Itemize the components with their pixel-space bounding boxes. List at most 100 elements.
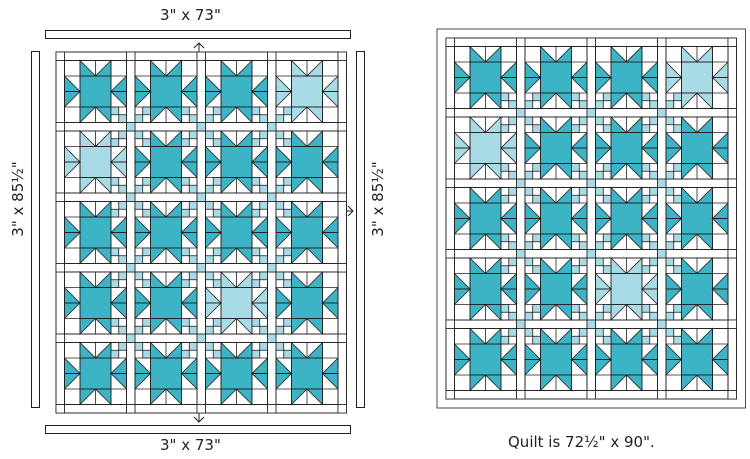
chain-square bbox=[501, 266, 509, 274]
star-center bbox=[292, 76, 323, 107]
quilt-left-center bbox=[56, 52, 347, 413]
chain-square bbox=[533, 336, 541, 344]
chain-square bbox=[533, 125, 541, 133]
chain-square bbox=[182, 280, 190, 288]
chain-square bbox=[252, 248, 260, 256]
chain-square bbox=[252, 350, 260, 358]
chain-square bbox=[642, 125, 650, 133]
chain-square bbox=[596, 188, 604, 196]
chain-square bbox=[509, 117, 517, 125]
chain-square bbox=[119, 185, 127, 193]
star-center bbox=[611, 344, 642, 375]
chain-square bbox=[603, 234, 611, 242]
chain-square bbox=[603, 164, 611, 172]
chain-square bbox=[525, 171, 533, 179]
chain-square bbox=[111, 178, 119, 186]
chain-square bbox=[111, 319, 119, 327]
cornerstone bbox=[56, 193, 65, 202]
chain-square bbox=[213, 248, 221, 256]
chain-square bbox=[509, 242, 517, 250]
chain-square bbox=[579, 101, 587, 109]
chain-square bbox=[276, 202, 284, 210]
chain-square bbox=[501, 305, 509, 313]
star-center bbox=[682, 203, 713, 234]
chain-square bbox=[596, 329, 604, 337]
chain-square bbox=[111, 248, 119, 256]
chain-square bbox=[276, 115, 284, 123]
chain-square bbox=[276, 256, 284, 264]
cornerstone bbox=[728, 250, 737, 259]
star-center bbox=[541, 203, 572, 234]
chain-square bbox=[252, 178, 260, 186]
chain-square bbox=[501, 125, 509, 133]
chain-square bbox=[143, 107, 151, 115]
chain-square bbox=[189, 343, 197, 351]
chain-square bbox=[213, 178, 221, 186]
chain-square bbox=[642, 164, 650, 172]
chain-square bbox=[666, 242, 674, 250]
chain-square bbox=[135, 202, 143, 210]
star-center bbox=[682, 133, 713, 164]
chain-square bbox=[260, 326, 268, 334]
chain-square bbox=[119, 256, 127, 264]
cornerstone bbox=[268, 193, 277, 202]
cornerstone bbox=[587, 320, 596, 329]
chain-square bbox=[525, 188, 533, 196]
chain-square bbox=[182, 350, 190, 358]
chain-square bbox=[533, 93, 541, 101]
chain-square bbox=[189, 131, 197, 139]
cornerstone bbox=[587, 250, 596, 259]
chain-square bbox=[509, 101, 517, 109]
chain-square bbox=[276, 272, 284, 280]
chain-square bbox=[642, 195, 650, 203]
chain-square bbox=[650, 258, 658, 266]
chain-square bbox=[189, 202, 197, 210]
cornerstone bbox=[338, 264, 347, 273]
quilt-right-finished bbox=[437, 29, 746, 408]
chain-square bbox=[650, 329, 658, 337]
chain-square bbox=[596, 101, 604, 109]
cornerstone bbox=[338, 405, 347, 414]
star-center bbox=[80, 358, 111, 389]
chain-square bbox=[276, 131, 284, 139]
star-center bbox=[151, 76, 182, 107]
chain-square bbox=[674, 305, 682, 313]
cornerstone bbox=[197, 405, 206, 414]
cornerstone bbox=[446, 179, 455, 188]
chain-square bbox=[276, 185, 284, 193]
chain-square bbox=[252, 280, 260, 288]
cornerstone bbox=[56, 264, 65, 273]
star-center bbox=[292, 288, 323, 319]
chain-square bbox=[213, 280, 221, 288]
star-center bbox=[682, 274, 713, 305]
chain-square bbox=[509, 171, 517, 179]
star-center bbox=[292, 358, 323, 389]
chain-square bbox=[143, 139, 151, 147]
cornerstone bbox=[56, 52, 65, 61]
chain-square bbox=[666, 171, 674, 179]
chain-square bbox=[143, 280, 151, 288]
cornerstone bbox=[517, 391, 526, 400]
star-center bbox=[470, 344, 501, 375]
chain-square bbox=[579, 258, 587, 266]
chain-square bbox=[642, 336, 650, 344]
cornerstone bbox=[728, 391, 737, 400]
cornerstone bbox=[268, 52, 277, 61]
star-center bbox=[292, 217, 323, 248]
chain-square bbox=[111, 350, 119, 358]
chain-square bbox=[284, 248, 292, 256]
star-center bbox=[470, 133, 501, 164]
star-center bbox=[470, 62, 501, 93]
chain-square bbox=[143, 350, 151, 358]
chain-square bbox=[579, 329, 587, 337]
chain-square bbox=[276, 343, 284, 351]
chain-square bbox=[572, 266, 580, 274]
chain-square bbox=[509, 312, 517, 320]
chain-square bbox=[206, 202, 214, 210]
chain-square bbox=[572, 93, 580, 101]
cornerstone bbox=[268, 405, 277, 414]
cornerstone bbox=[197, 52, 206, 61]
chain-square bbox=[213, 319, 221, 327]
chain-square bbox=[650, 101, 658, 109]
